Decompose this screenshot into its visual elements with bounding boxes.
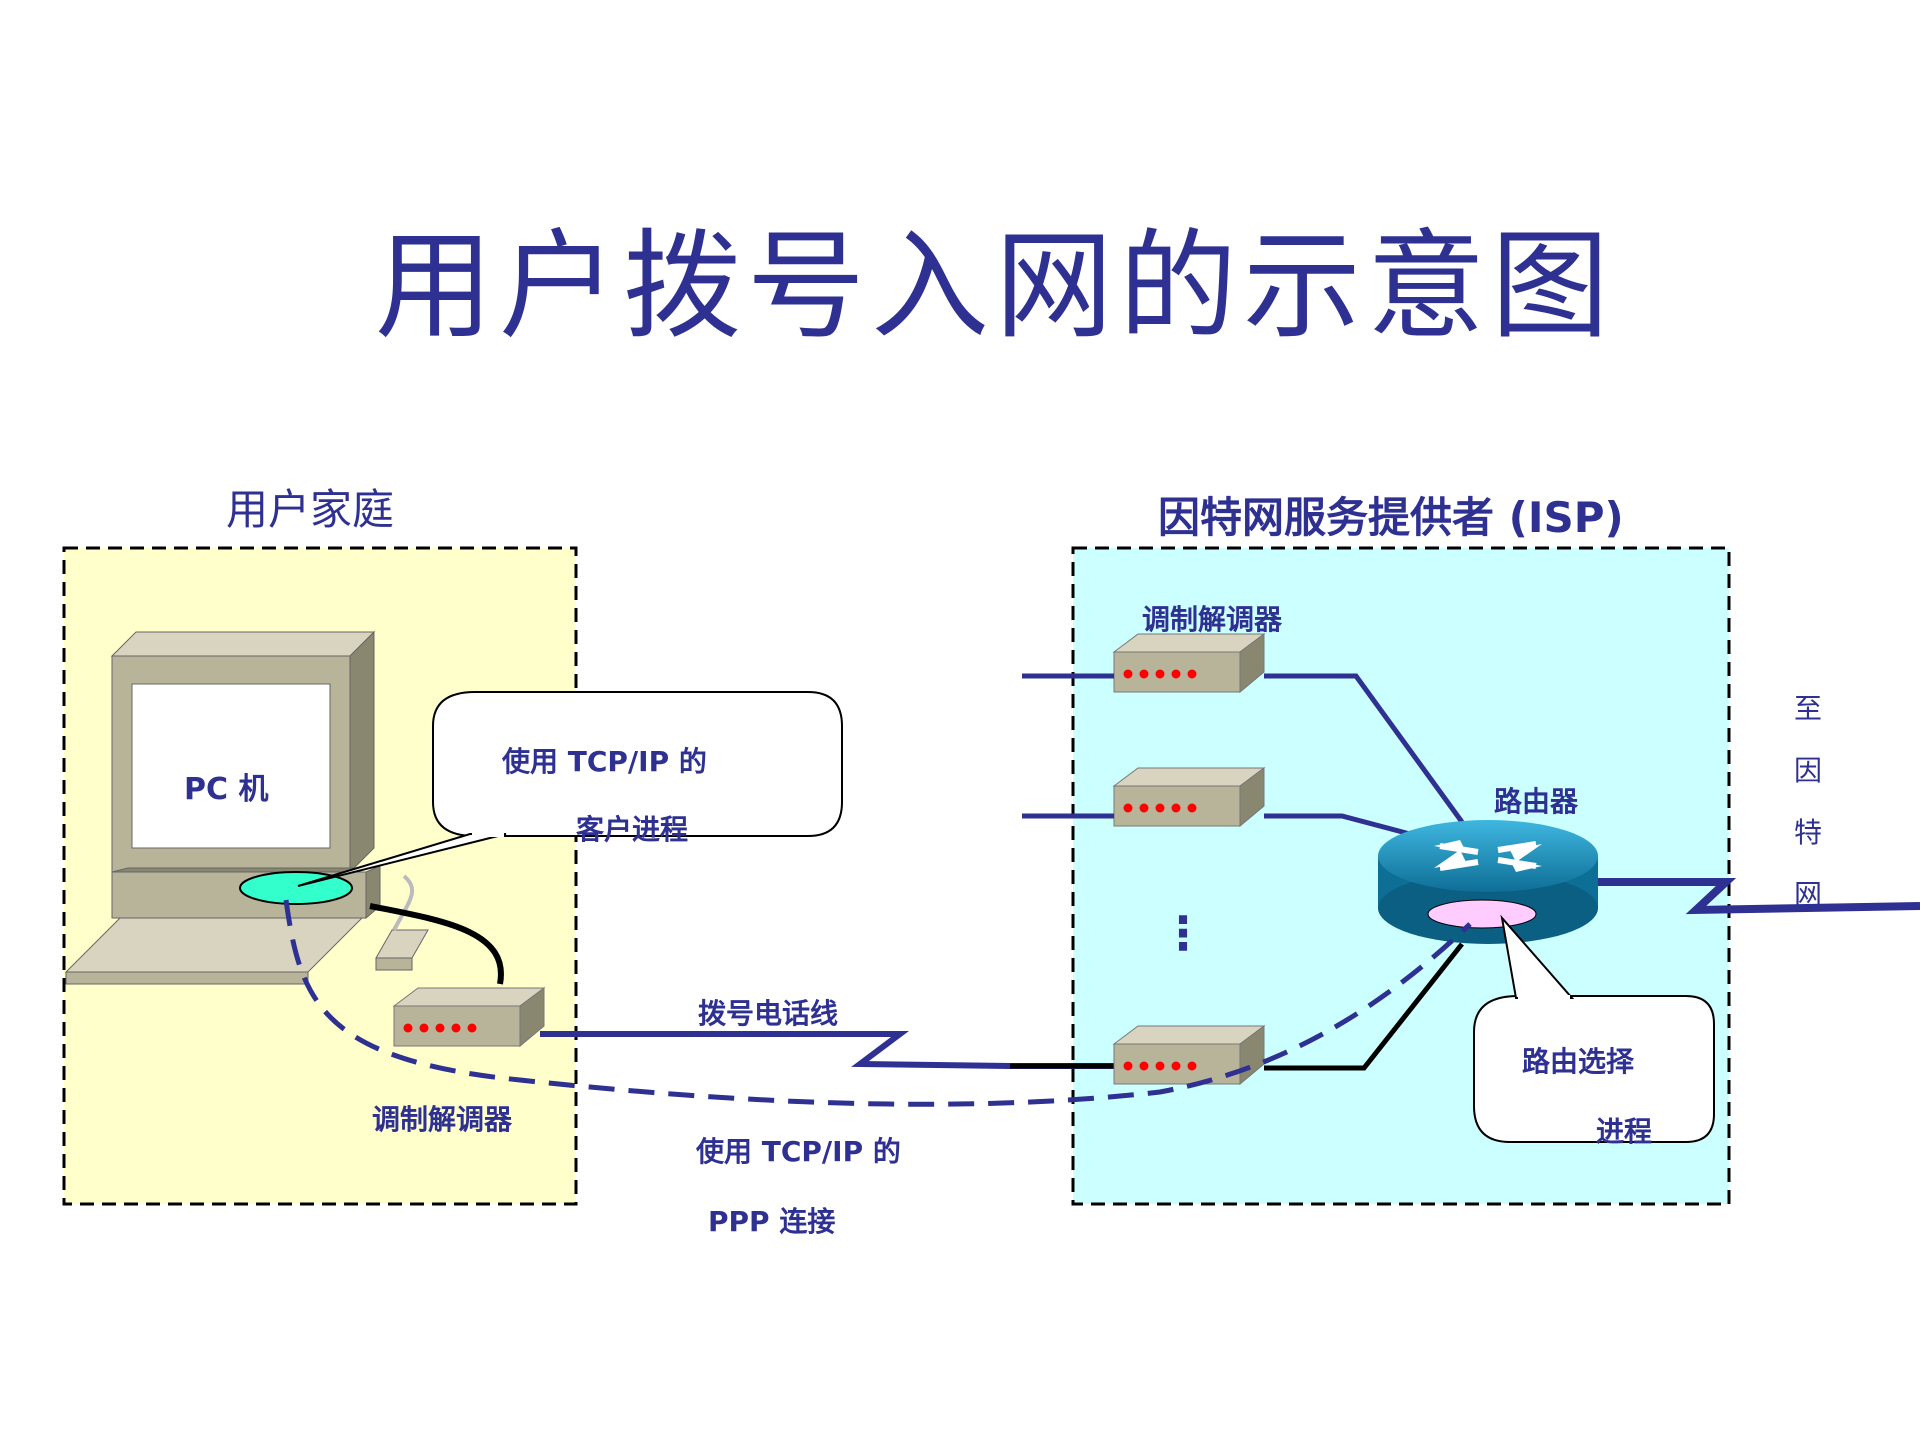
isp-modem-1-icon xyxy=(1113,633,1265,693)
to-internet-char-4: 网 xyxy=(1793,878,1822,911)
home-callout-line2: 客户进程 xyxy=(576,813,689,846)
pc-modem-cable xyxy=(369,903,504,985)
isp-area-label: 因特网服务提供者 (ISP) xyxy=(1158,493,1624,542)
isp-modem-2-icon xyxy=(1113,767,1265,827)
isp-callout-line1: 路由选择 xyxy=(1522,1045,1635,1078)
isp-callout-line2: 进程 xyxy=(1596,1115,1653,1148)
home-modem-icon xyxy=(393,987,545,1047)
to-internet-label: 至 因 特 网 xyxy=(1788,678,1828,926)
isp-modem-3-icon xyxy=(1113,1025,1265,1085)
router-label: 路由器 xyxy=(1494,785,1579,818)
to-internet-char-1: 至 xyxy=(1793,692,1822,725)
pc-label: PC 机 xyxy=(184,772,269,807)
phone-line-label: 拨号电话线 xyxy=(698,997,839,1030)
home-modem-label: 调制解调器 xyxy=(372,1103,513,1136)
ppp-connection xyxy=(283,899,1472,1107)
routing-process-disk-icon xyxy=(1427,899,1537,929)
internet-uplink xyxy=(1598,878,1920,915)
home-area-label: 用户家庭 xyxy=(226,485,395,534)
isp-modem-label: 调制解调器 xyxy=(1142,603,1283,636)
to-internet-char-3: 特 xyxy=(1793,816,1822,849)
ppp-label-line1: 使用 TCP/IP 的 xyxy=(696,1135,901,1168)
to-internet-char-2: 因 xyxy=(1793,754,1822,787)
ppp-label-line2: PPP 连接 xyxy=(708,1205,836,1238)
more-modems-ellipsis: ⋮ xyxy=(1160,906,1206,960)
router-icon xyxy=(1378,820,1598,944)
home-callout-line1: 使用 TCP/IP 的 xyxy=(502,745,707,778)
page-title: 用户拨号入网的示意图 xyxy=(374,217,1615,355)
phone-line xyxy=(540,1031,1116,1069)
isp-callout-bubble xyxy=(1473,995,1715,1143)
pc-computer-icon xyxy=(64,630,429,985)
